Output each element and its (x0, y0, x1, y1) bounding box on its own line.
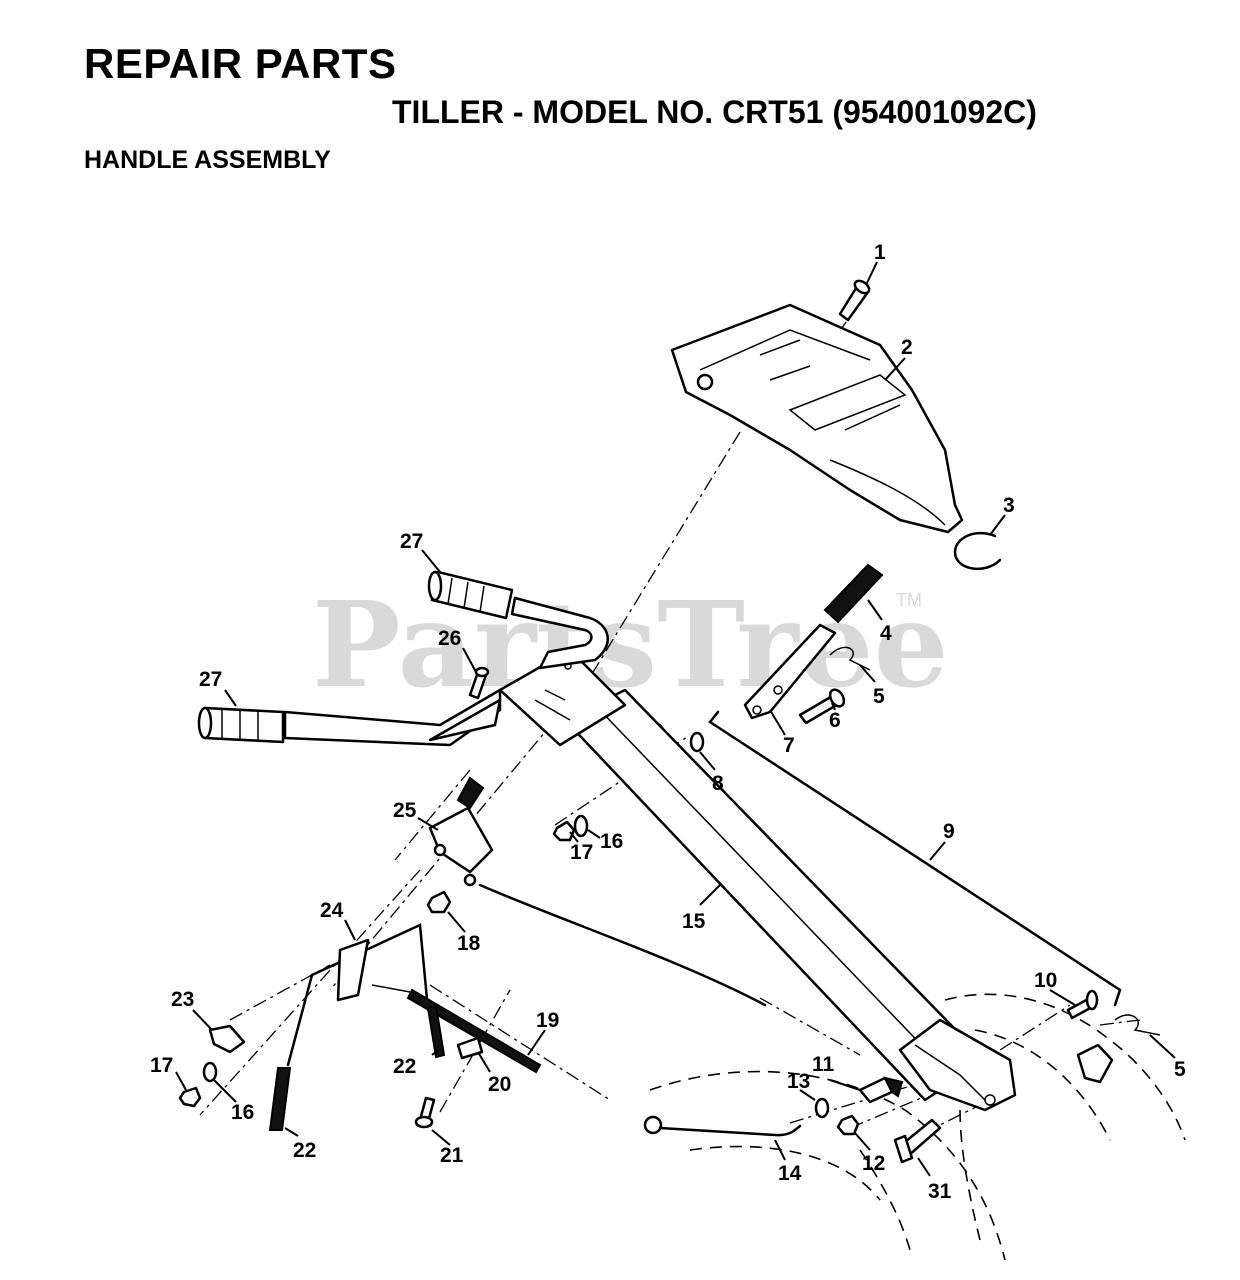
callout-18: 18 (457, 932, 481, 955)
callout-10: 10 (1034, 969, 1057, 992)
callout-23: 23 (171, 988, 194, 1011)
upper-handle-bar (510, 596, 609, 670)
spring-part-22-upper (426, 1004, 446, 1059)
callout-7: 7 (783, 734, 795, 757)
control-cable (478, 883, 767, 1007)
model-subtitle: TILLER - MODEL NO. CRT51 (954001092C) (392, 94, 1037, 130)
bolt-part-10 (1066, 989, 1099, 1020)
callout-11: 11 (812, 1053, 835, 1076)
shift-rod-part-9 (708, 710, 1122, 1007)
control-panel-part (670, 303, 964, 534)
hairpin-clip-part-5b (1114, 1014, 1161, 1036)
clip-part-20 (456, 1036, 484, 1060)
watermark-tm: TM (896, 590, 922, 610)
wire-bail-part-24 (286, 923, 430, 1067)
callout-24: 24 (320, 899, 344, 922)
washer-part-13 (814, 1097, 830, 1119)
callout-22-lower: 22 (293, 1139, 316, 1162)
spacer-part-8 (689, 731, 705, 753)
shift-lever-part-14 (643, 1115, 802, 1137)
bolt-part-21 (414, 1096, 436, 1129)
callout-6: 6 (829, 709, 841, 732)
callout-12: 12 (862, 1152, 885, 1175)
callout-8: 8 (712, 772, 724, 795)
clip-part-23 (208, 1024, 246, 1054)
transmission-plate (898, 1018, 1017, 1112)
spring-part-22-lower (268, 1067, 292, 1131)
callout-3: 3 (1003, 494, 1015, 517)
bolt-part-31 (893, 1118, 942, 1164)
detent-part-11 (858, 1076, 904, 1104)
grip-part-4 (823, 563, 884, 624)
callout-17-upper: 17 (570, 841, 593, 864)
callout-26: 26 (438, 627, 461, 650)
washer-part-16-upper (573, 814, 589, 838)
handle-grip-part-27-upper (427, 570, 514, 620)
callout-4: 4 (880, 622, 892, 645)
cable-part-19 (371, 984, 542, 1074)
lever-part-7 (743, 623, 837, 720)
washer-part-16-left (202, 1061, 218, 1083)
callout-19: 19 (536, 1009, 559, 1032)
callout-27-lower: 27 (199, 668, 222, 691)
page-title: REPAIR PARTS (84, 40, 397, 87)
callout-9: 9 (943, 820, 955, 843)
callout-25: 25 (393, 799, 417, 822)
callout-5-lower: 5 (1174, 1058, 1186, 1081)
callout-leaders (175, 261, 1176, 1177)
callout-17-lower: 17 (150, 1054, 173, 1077)
nut-part-17-left (178, 1086, 202, 1108)
handle-grip-part-27-lower (197, 706, 285, 744)
hairpin-clip-part-5 (829, 646, 871, 671)
callout-31: 31 (928, 1180, 952, 1203)
callout-14: 14 (778, 1162, 802, 1185)
callout-1: 1 (874, 241, 886, 264)
lower-handle-bar (283, 688, 502, 747)
callout-15: 15 (682, 910, 706, 933)
callout-numbers: 1 2 3 4 5 5 6 7 8 9 10 11 12 13 14 15 16… (150, 241, 1186, 1203)
control-bracket-part-25 (428, 776, 494, 887)
nut-part-12 (836, 1114, 860, 1136)
callout-21: 21 (440, 1144, 464, 1167)
shift-fork (1076, 1043, 1114, 1084)
callout-20: 20 (488, 1073, 511, 1096)
callout-16-upper: 16 (600, 830, 623, 853)
callout-22-upper: 22 (393, 1055, 416, 1078)
tiller-body-outline (649, 993, 1186, 1261)
callout-2: 2 (901, 336, 913, 359)
nut-part-18 (426, 890, 452, 914)
callout-27-upper: 27 (400, 530, 423, 553)
bolt-part-6 (798, 688, 846, 725)
nut-part-17-upper (552, 820, 576, 842)
callout-13: 13 (787, 1070, 810, 1093)
callout-5-upper: 5 (873, 685, 885, 708)
section-heading: HANDLE ASSEMBLY (84, 146, 331, 174)
retaining-ring-part (953, 531, 1002, 571)
callout-16-lower: 16 (231, 1101, 254, 1124)
